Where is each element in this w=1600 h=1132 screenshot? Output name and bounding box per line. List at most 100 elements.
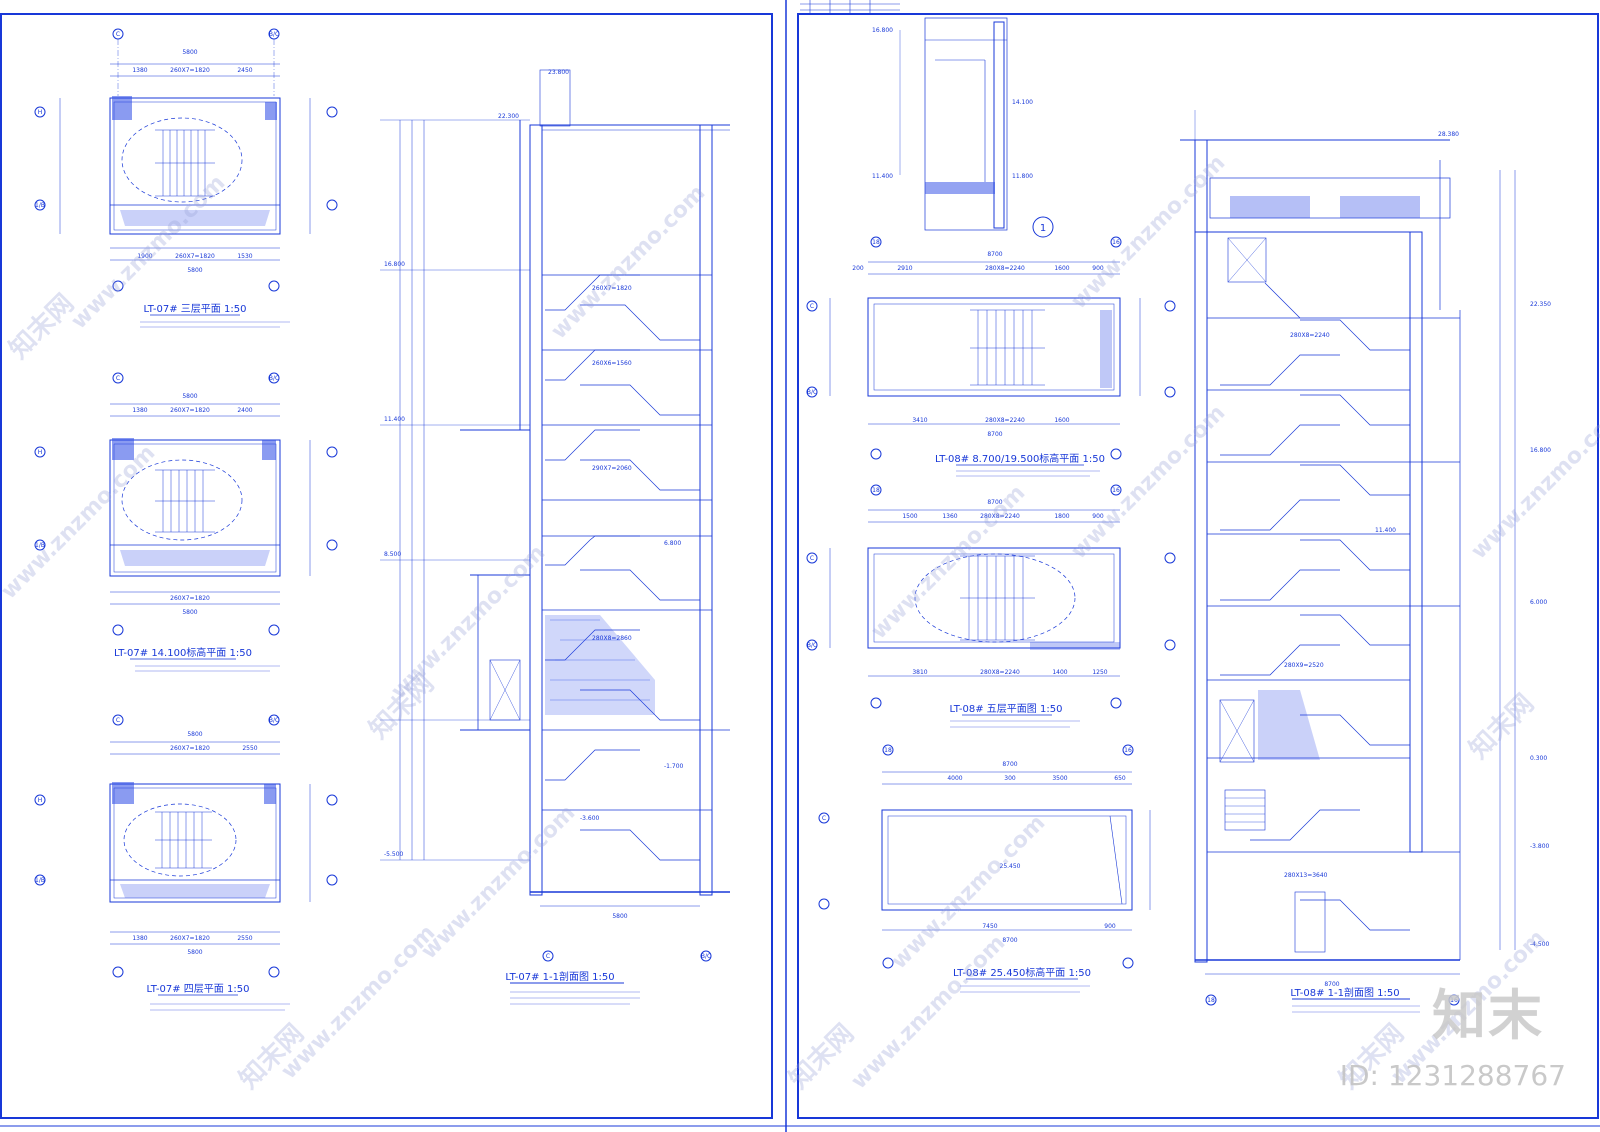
detail-number: 1 [1040, 223, 1046, 234]
lt08-level-5: 0.300 [1530, 755, 1547, 762]
p4-title: LT-08# 8.700/19.500标高平面 1:50 [935, 452, 1105, 465]
lt07-level-0: 23.800 [548, 69, 569, 76]
plan1-title: LT-07# 三层平面 1:50 [144, 303, 247, 315]
plan1-axis-2: H [38, 109, 43, 116]
plan-lt07-4f [34, 714, 338, 978]
p5-dim-5: 900 [1092, 513, 1104, 520]
lt07-level-5: 6.800 [664, 540, 681, 547]
lt07-level-2: 16.800 [384, 261, 405, 268]
wm-url-5: www.znzmo.com [417, 800, 581, 964]
plan3-dim-0: 5800 [187, 731, 202, 738]
section-lt07 [380, 69, 730, 962]
detail-level-0: 16.800 [872, 27, 893, 34]
plan3-axis-1: B/C [269, 717, 279, 724]
p6-dim-2: 300 [1004, 775, 1016, 782]
p5-dimb-1: 280X8=2240 [980, 669, 1020, 676]
section-lt08-labels: 28.380 22.350 16.800 11.400 6.000 0.300 … [1207, 131, 1551, 1013]
p5-dim-3: 280X8=2240 [980, 513, 1020, 520]
plan3-axis-0: C [116, 717, 120, 724]
p6-dim-0: 8700 [1002, 761, 1017, 768]
wm-cn-5: 知末网 [1464, 689, 1540, 765]
p5-dim-1: 1500 [902, 513, 917, 520]
p5-axis-3: B/C [807, 642, 817, 649]
plan2-dimb-1: 5800 [182, 609, 197, 616]
wm-url-4: www.znzmo.com [547, 180, 711, 344]
p6-dimb-2: 8700 [1002, 937, 1017, 944]
lt07-flight-0: 260X7=1820 [592, 285, 632, 292]
lt07-flight-2: 290X7=2060 [592, 465, 632, 472]
wm-url-6: www.znzmo.com [277, 920, 441, 1084]
p5-dimb-2: 1400 [1052, 669, 1067, 676]
plan2-dimb-0: 260X7=1820 [170, 595, 210, 602]
plan2-axis-0: C [116, 375, 120, 382]
plan-lt07-3f [34, 28, 338, 292]
lt08-level-4: 6.000 [1530, 599, 1547, 606]
plan-lt07-4f-labels: 5800 260X7=1820 2550 1380 260X7=1820 255… [35, 717, 290, 1011]
lt07-flight-3: 280X8=2860 [592, 635, 632, 642]
plan2-dim-1: 1380 [132, 407, 147, 414]
section-lt07-labels: 23.800 22.300 16.800 11.400 8.500 6.800 … [384, 69, 711, 1005]
watermarks: 知末网 www.znzmo.com www.znzmo.com www.znzm… [0, 150, 1600, 1095]
lt07-level-8: -5.500 [384, 851, 404, 858]
plan1-dim-1: 1380 [132, 67, 147, 74]
lt08-axis-1: 16 [1450, 997, 1458, 1004]
detail-1 [899, 17, 1054, 238]
p6-axis-0: 18 [884, 747, 892, 754]
plan3-title: LT-07# 四层平面 1:50 [147, 983, 250, 995]
wm-cn-1: 知末网 [4, 289, 80, 365]
p4-dim-0: 8700 [987, 251, 1002, 258]
section-lt08 [1180, 110, 1516, 1006]
p6-level: 25.450 [1000, 863, 1021, 870]
plan-lt08-25450-labels: 8700 4000 300 3500 650 7450 900 8700 25.… [822, 747, 1132, 993]
wm-url-11: www.znzmo.com [847, 930, 1011, 1094]
plan2-axis-1: B/C [269, 375, 279, 382]
plan1-dimb-1: 260X7=1820 [175, 253, 215, 260]
plan1-axis-3: 1/B [35, 202, 45, 209]
plan2-dim-3: 2400 [237, 407, 252, 414]
plan3-axis-2: H [38, 797, 43, 804]
lt07-level-1: 22.300 [498, 113, 519, 120]
plan-lt08-5f [806, 484, 1176, 709]
p5-dimb-0: 3810 [912, 669, 927, 676]
plan3-dimb-1: 260X7=1820 [170, 935, 210, 942]
lt08-level-1: 22.350 [1530, 301, 1551, 308]
p6-axis-1: 16 [1124, 747, 1132, 754]
p4-axis-0: 18 [872, 239, 880, 246]
wm-url-2: www.znzmo.com [0, 440, 160, 604]
lt08-flight-0: 280X8=2240 [1290, 332, 1330, 339]
p4-dim-3: 1600 [1054, 265, 1069, 272]
p5-dim-4: 1800 [1054, 513, 1069, 520]
p4-dim-1: 2910 [897, 265, 912, 272]
lt07-level-3: 11.400 [384, 416, 405, 423]
plan2-axis-3: 1/B [35, 542, 45, 549]
wm-cn-4: 知末网 [784, 1019, 860, 1095]
p4-axis-2: C [810, 303, 814, 310]
plan2-axis-2: H [38, 449, 43, 456]
lt07-level-7: -3.600 [580, 815, 600, 822]
p5-dimb-3: 1250 [1092, 669, 1107, 676]
p4-dimb-3: 8700 [987, 431, 1002, 438]
p6-dim-3: 3500 [1052, 775, 1067, 782]
detail-level-3: 11.800 [1012, 173, 1033, 180]
lt07-axis-1: B/C [701, 953, 711, 960]
plan3-axis-3: 1/B [35, 877, 45, 884]
detail-1-labels: 16.800 14.100 11.400 11.800 1 [872, 27, 1046, 234]
lt08-level-3: 11.400 [1375, 527, 1396, 534]
lt07-axis-0: C [546, 953, 550, 960]
p4-dim-2: 280X8=2240 [985, 265, 1025, 272]
lt07-flight-1: 260X6=1560 [592, 360, 632, 367]
lt07-bottom-dim: 5800 [612, 913, 627, 920]
lt08-level-7: -4.500 [1530, 941, 1550, 948]
plan-lt07-14100-labels: 5800 1380 260X7=1820 2400 260X7=1820 580… [35, 375, 280, 672]
p6-dim-1: 4000 [947, 775, 962, 782]
brand-id: ID: 1231288767 [1339, 1059, 1566, 1092]
p4-dimb-0: 3410 [912, 417, 927, 424]
plan1-dimb-2: 1530 [237, 253, 252, 260]
p4-dim-5: 900 [1092, 265, 1104, 272]
lt07-level-4: 8.500 [384, 551, 401, 558]
brand-logo: 知末 [1432, 983, 1544, 1047]
plan-lt07-14100 [34, 372, 338, 636]
plan-lt08-8700 [806, 236, 1176, 460]
